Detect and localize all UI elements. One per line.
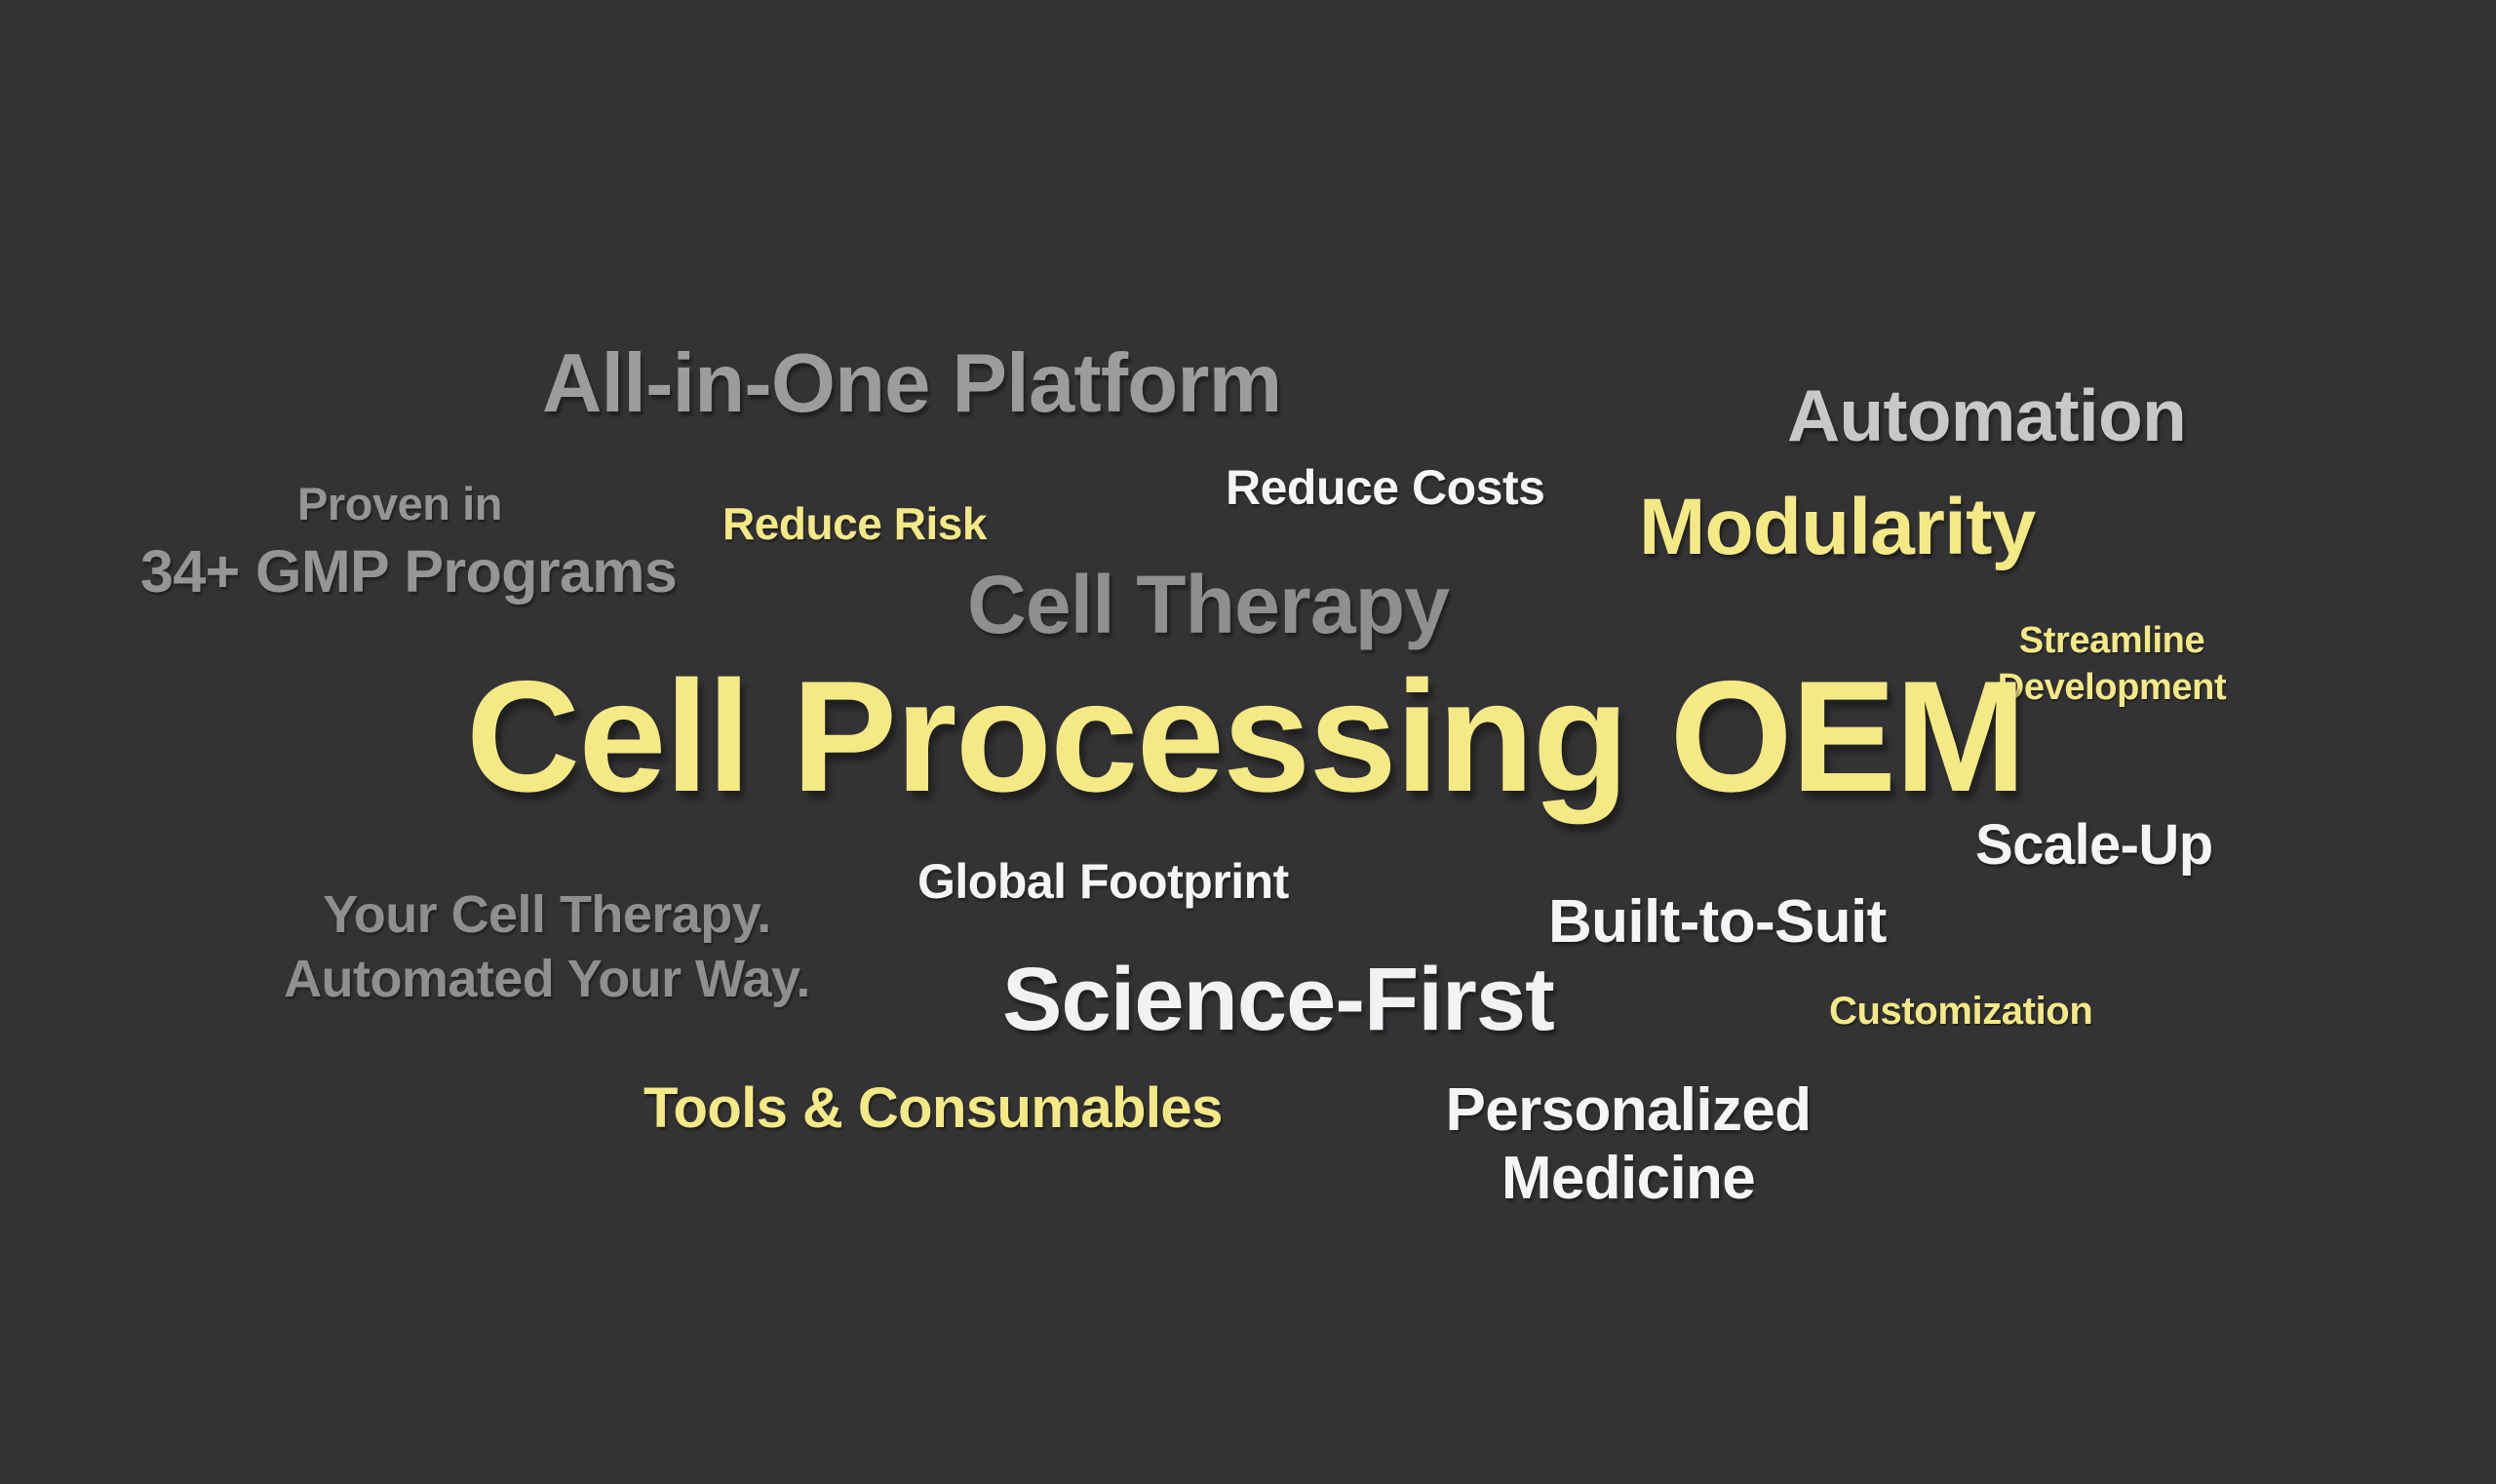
word-streamline-development: Streamline Development: [1997, 620, 2227, 708]
word-personalized-medicine: Personalized Medicine: [1445, 1076, 1812, 1213]
word-customization: Customization: [1829, 990, 2093, 1033]
word-your-cell-therapy: Your Cell Therapy. Automated Your Way.: [284, 885, 810, 1008]
word-tools-consumables: Tools & Consumables: [644, 1076, 1223, 1140]
word-modularity: Modularity: [1639, 483, 2036, 571]
word-gmp-programs: 34+ GMP Programs: [140, 538, 678, 605]
word-all-in-one-platform: All-in-One Platform: [542, 337, 1282, 430]
word-cell-therapy: Cell Therapy: [967, 559, 1450, 650]
word-built-to-suit: Built-to-Suit: [1548, 888, 1887, 956]
word-reduce-risk: Reduce Risk: [722, 498, 988, 549]
word-proven-in: Proven in: [297, 478, 502, 529]
word-scale-up: Scale-Up: [1975, 813, 2213, 877]
word-reduce-costs: Reduce Costs: [1226, 460, 1545, 515]
word-automation: Automation: [1787, 374, 2187, 456]
word-science-first: Science-First: [1002, 950, 1555, 1049]
word-cell-processing-oem: Cell Processing OEM: [466, 648, 2026, 825]
word-global-footprint: Global Footprint: [917, 854, 1289, 909]
